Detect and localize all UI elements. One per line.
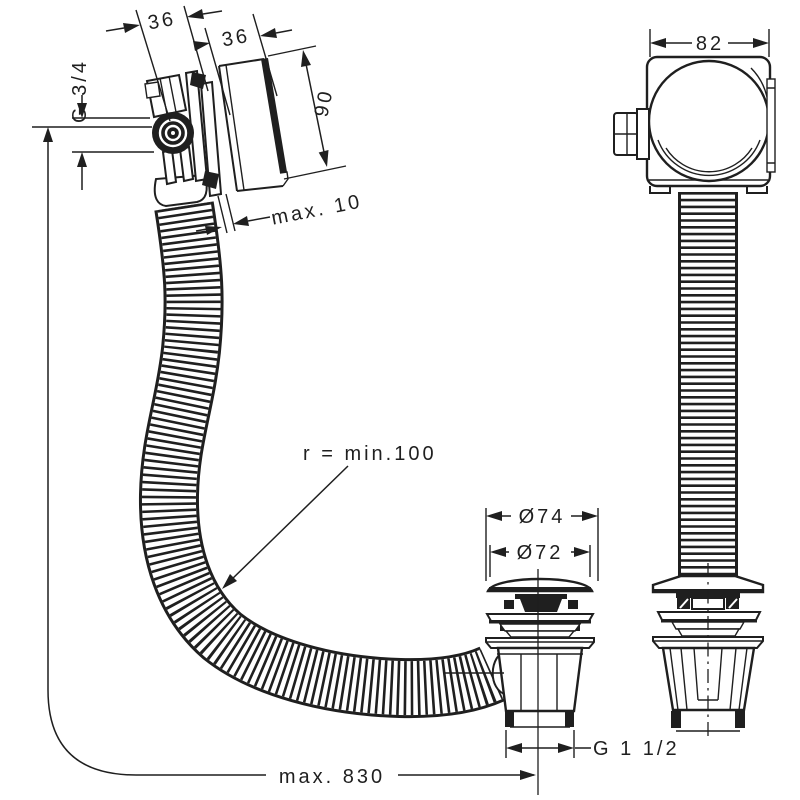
- dimension-lines: [32, 5, 770, 780]
- dim-arrow: [490, 547, 506, 557]
- waste-body: [496, 646, 584, 713]
- dim-label-waste-thread: G 1 1/2: [593, 738, 680, 760]
- dim-arrow: [193, 41, 210, 51]
- dim-label-escutcheon-diameter: 90: [310, 87, 337, 119]
- popup-mechanism: [504, 594, 578, 612]
- dim-arrow: [43, 127, 53, 142]
- waste-tailpiece: [505, 710, 574, 728]
- dim-label-overflow-front-width: 82: [696, 33, 724, 55]
- dim-arrow: [650, 38, 666, 48]
- escutcheon-cup: [218, 58, 289, 192]
- dim-arrow: [520, 770, 536, 780]
- dim-arrow: [260, 28, 277, 38]
- overflow-rosette-circle: [647, 59, 771, 183]
- dim-label-max-rim-thickness: max. 10: [270, 191, 365, 230]
- leader-arrow: [222, 574, 237, 589]
- dim-arrow: [574, 547, 590, 557]
- dim-arrow: [123, 23, 140, 33]
- housing-feet: [649, 186, 768, 194]
- pivot-joint: [152, 112, 194, 154]
- waste-seat-flange: [485, 637, 595, 649]
- clamp-jaw-top: [190, 72, 206, 89]
- dim-arrow: [582, 511, 598, 521]
- dim-label-escutcheon-depth: 36: [220, 25, 252, 52]
- overflow-fitting-front-view: [613, 55, 776, 194]
- annotation-min-bend-radius: r = min.100: [303, 443, 437, 465]
- dim-arrow: [753, 38, 769, 48]
- dim-arrow: [187, 9, 204, 19]
- dim-label-inlet-thread: G 3/4: [69, 59, 91, 123]
- dim-arrow: [506, 743, 522, 753]
- flexible-hose-left: [138, 201, 505, 719]
- dim-arrow: [77, 152, 87, 167]
- overflow-fitting-side-view: [144, 58, 289, 208]
- dim-arrow: [558, 743, 574, 753]
- waste-fitting-section-view: [485, 569, 595, 795]
- clamp-jaw-bottom: [202, 171, 219, 189]
- dim-arrow: [205, 226, 222, 235]
- dim-label-waste-outer-diameter: Ø74: [519, 506, 566, 528]
- dim-label-overflow-body-depth: 36: [146, 8, 178, 35]
- leader-line: [228, 465, 349, 583]
- dim-arrow: [233, 216, 249, 226]
- waste-top-flange: [485, 613, 595, 622]
- dim-arrow: [486, 511, 502, 521]
- dim-arrow: [301, 50, 311, 67]
- dim-label-waste-inner-diameter: Ø72: [517, 542, 564, 564]
- clamp-plate: [199, 80, 223, 198]
- dim-label-max-hose-length: max. 830: [279, 766, 385, 788]
- waste-top-flange-right: [656, 611, 762, 621]
- dim-arrow: [318, 150, 329, 167]
- waste-fitting-front-view: [651, 563, 765, 737]
- dim-arrow: [77, 103, 87, 118]
- side-connector: [613, 108, 650, 160]
- retaining-clip: [766, 78, 776, 173]
